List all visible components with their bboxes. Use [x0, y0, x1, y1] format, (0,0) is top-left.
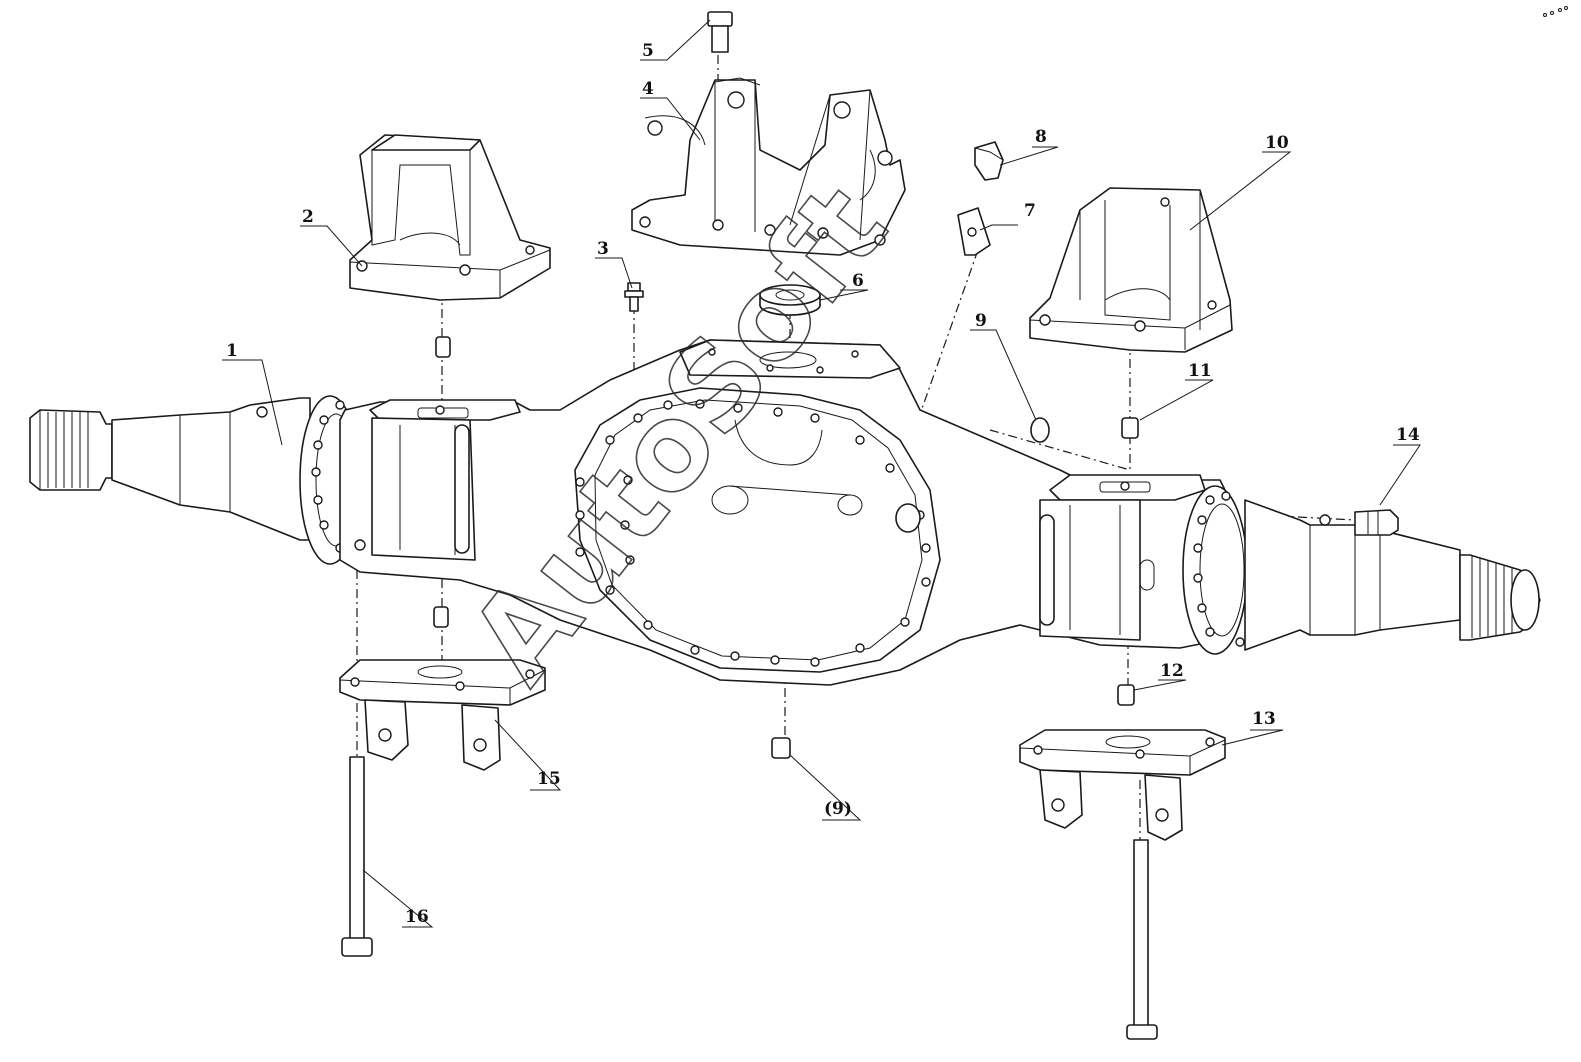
callout-4: 4: [642, 79, 654, 99]
part-10-upper-spring-bracket-right: [1029, 187, 1233, 353]
part-4-center-upper-bracket: [631, 77, 906, 256]
right-flange-bolt-holes: [1193, 491, 1245, 647]
small-hardware: [341, 11, 1399, 1040]
callout-13: 13: [1252, 709, 1276, 729]
callout-15: 15: [537, 769, 561, 789]
callout-3: 3: [597, 239, 609, 259]
callout-5: 5: [642, 41, 654, 61]
callout-7: 7: [1024, 201, 1036, 221]
part-2-upper-spring-bracket-left: [349, 134, 551, 301]
callout-11: 11: [1188, 361, 1212, 381]
callout-14: 14: [1396, 425, 1420, 445]
cover-bolt-holes: [575, 399, 931, 667]
axle-housing: [29, 339, 1541, 686]
callout-1: 1: [226, 341, 238, 361]
callout-12: 12: [1160, 661, 1184, 681]
callout-labels: 1 2 3 4 5 6 7 8 9 10 11 12 13 14 15 16 (…: [226, 41, 1420, 927]
corner-mark: [1543, 6, 1568, 17]
callout-16: 16: [405, 907, 429, 927]
callout-8: 8: [1035, 127, 1047, 147]
callout-9-ref: (9): [824, 799, 852, 819]
callout-6: 6: [852, 271, 864, 291]
part-15-lower-spring-seat-left: [339, 659, 546, 771]
leader-lines: [222, 19, 1421, 928]
callout-2: 2: [302, 207, 314, 227]
callout-10: 10: [1265, 133, 1289, 153]
part-13-lower-spring-seat-right: [1019, 729, 1226, 841]
callout-9: 9: [975, 311, 987, 331]
